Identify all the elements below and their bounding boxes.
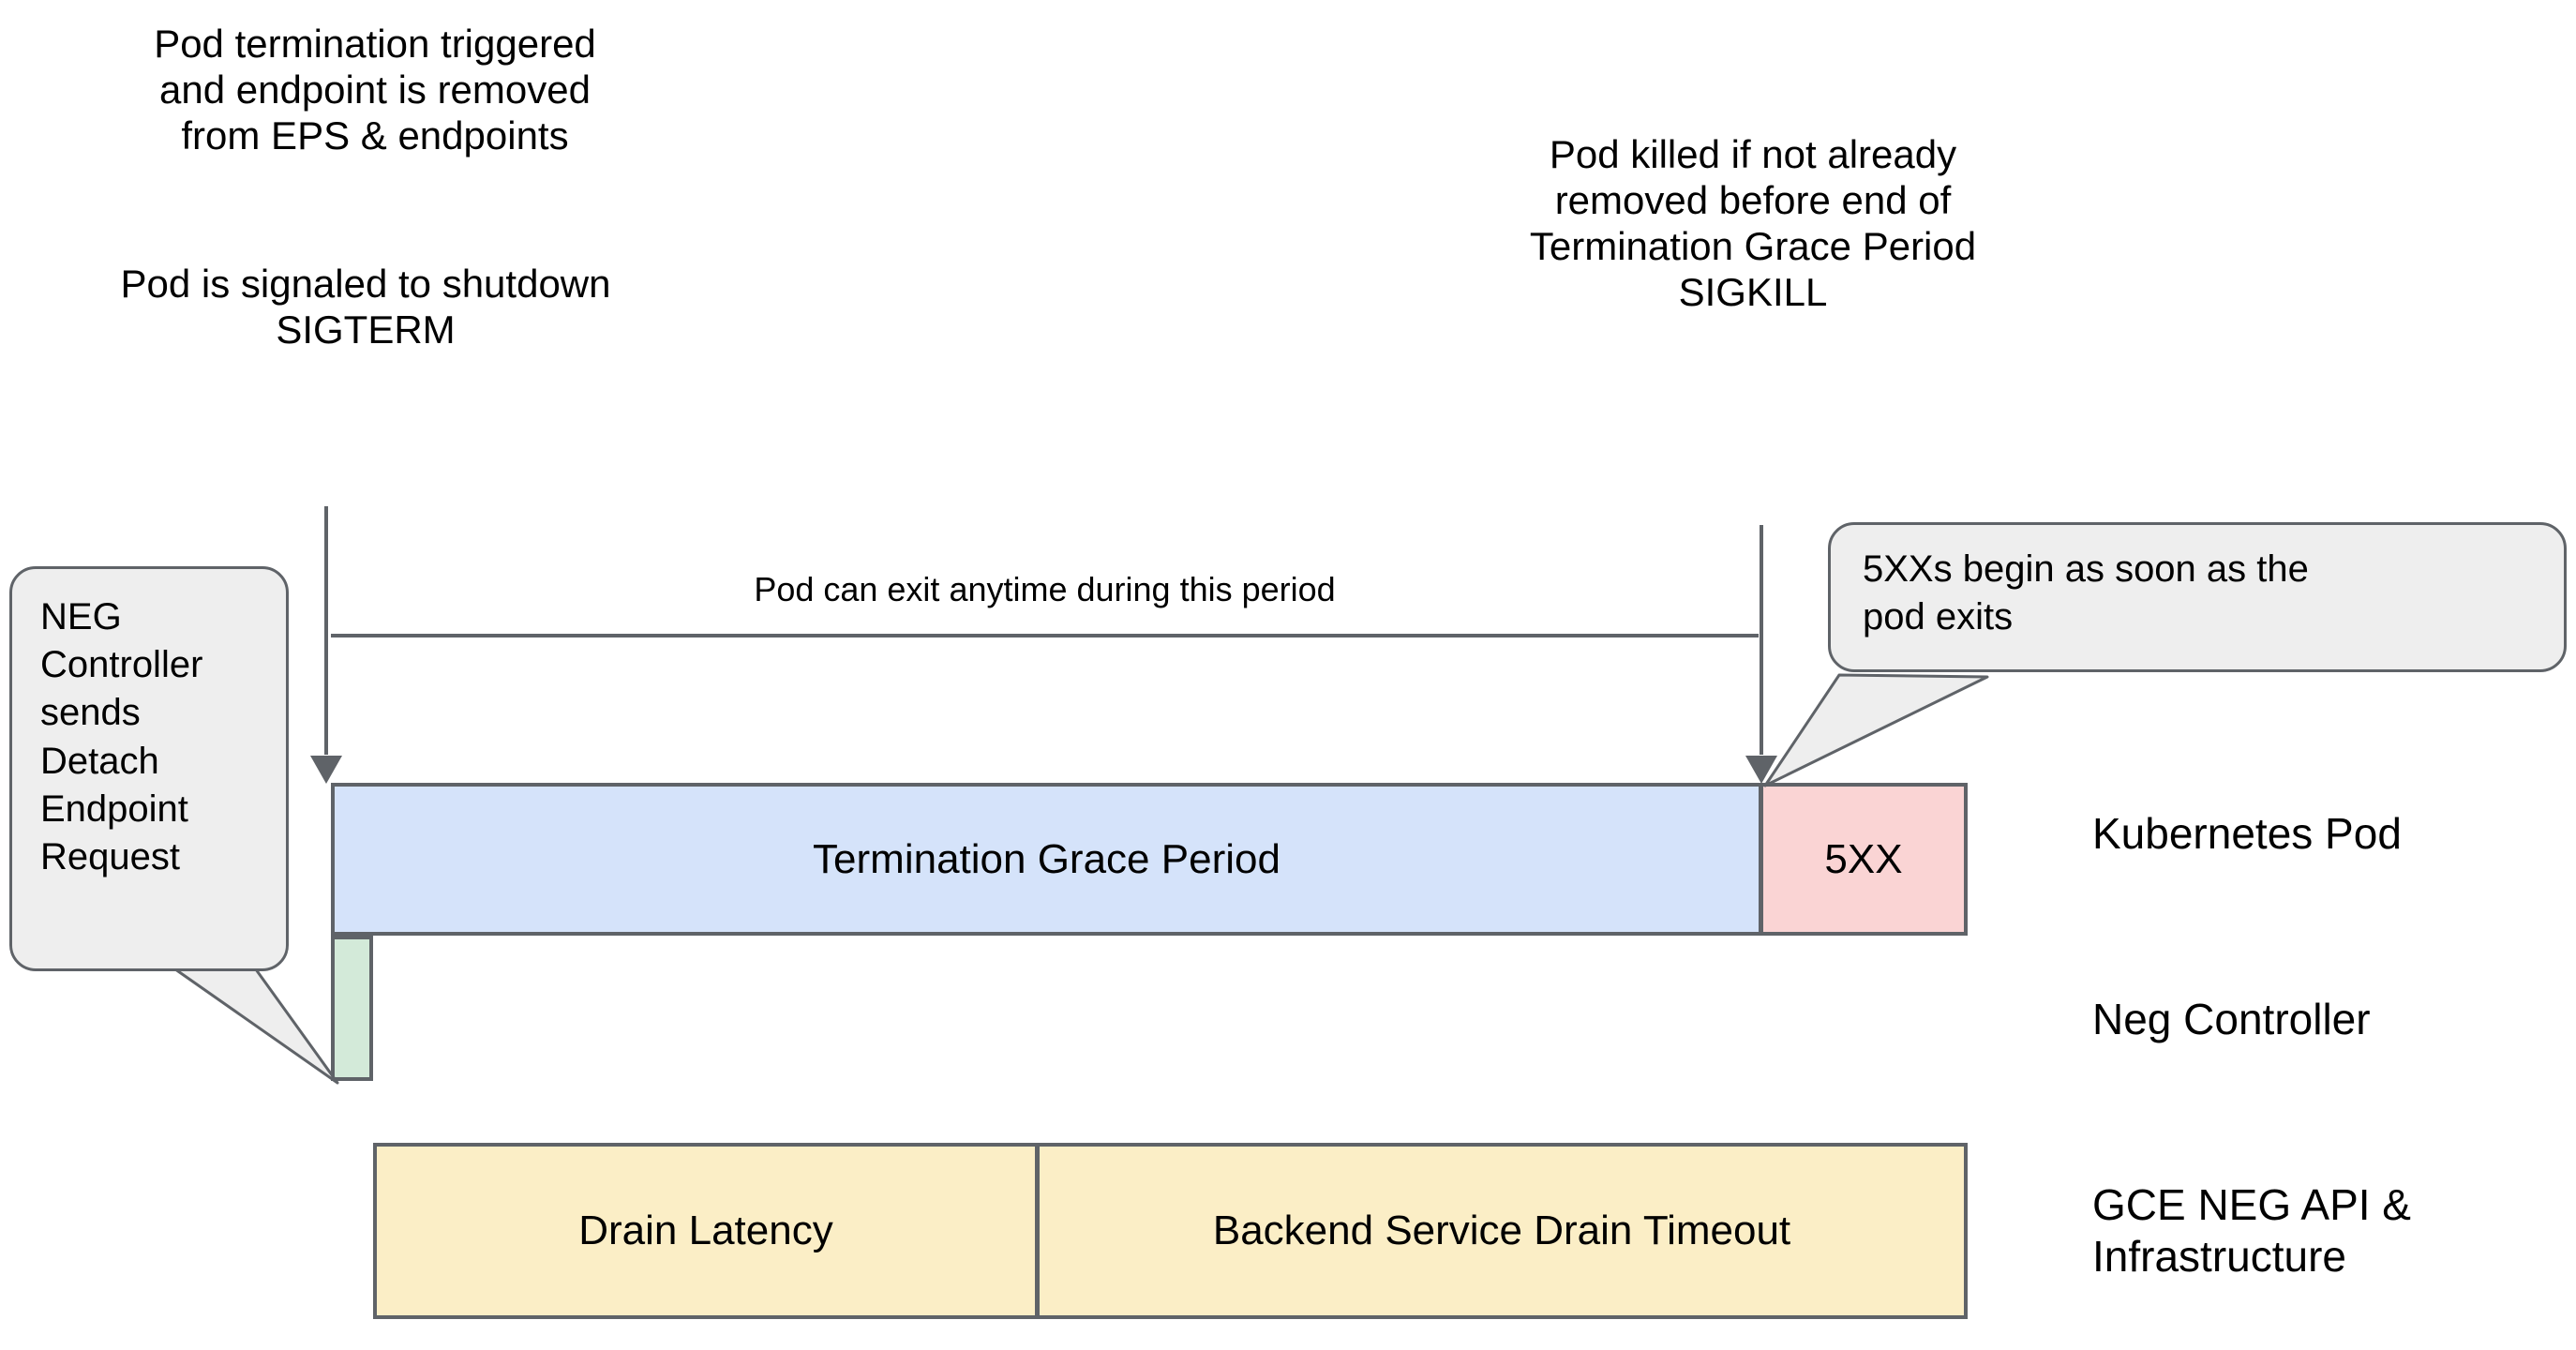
lane-label-kubernetes-pod: Kubernetes Pod (2092, 809, 2402, 858)
period-label-pod-can-exit: Pod can exit anytime during this period (754, 570, 1336, 608)
bar-neg-detach[interactable] (331, 936, 373, 1081)
bar-label: Drain Latency (578, 1208, 833, 1253)
arrow-head-icon (310, 756, 342, 784)
arrow-shaft (1760, 525, 1763, 755)
annotation-pod-termination-triggered: Pod termination triggered and endpoint i… (154, 22, 596, 158)
bar-termination-grace-period[interactable]: Termination Grace Period (331, 783, 1762, 936)
annotation-pod-killed-sigkill: Pod killed if not already removed before… (1529, 132, 1977, 315)
lane-label-neg-controller: Neg Controller (2092, 995, 2371, 1043)
lane-label-gce-neg-api: GCE NEG API & Infrastructure (2092, 1180, 2411, 1282)
bar-drain-latency[interactable]: Drain Latency (373, 1143, 1039, 1319)
bar-label: 5XX (1824, 835, 1903, 882)
callout-neg-controller[interactable]: NEG Controller sends Detach Endpoint Req… (9, 566, 289, 971)
callout-five-xx-begin[interactable]: 5XXs begin as soon as the pod exits (1828, 522, 2567, 672)
bar-label: Backend Service Drain Timeout (1212, 1208, 1791, 1253)
bar-backend-service-drain-timeout[interactable]: Backend Service Drain Timeout (1036, 1143, 1968, 1319)
callout-tail-five-xx (1763, 673, 1989, 788)
bar-label: Termination Grace Period (813, 835, 1281, 882)
arrow-shaft (324, 506, 328, 755)
bar-five-xx[interactable]: 5XX (1760, 783, 1968, 936)
period-rule-line (331, 634, 1759, 638)
annotation-pod-signaled-sigterm: Pod is signaled to shutdown SIGTERM (120, 262, 611, 352)
